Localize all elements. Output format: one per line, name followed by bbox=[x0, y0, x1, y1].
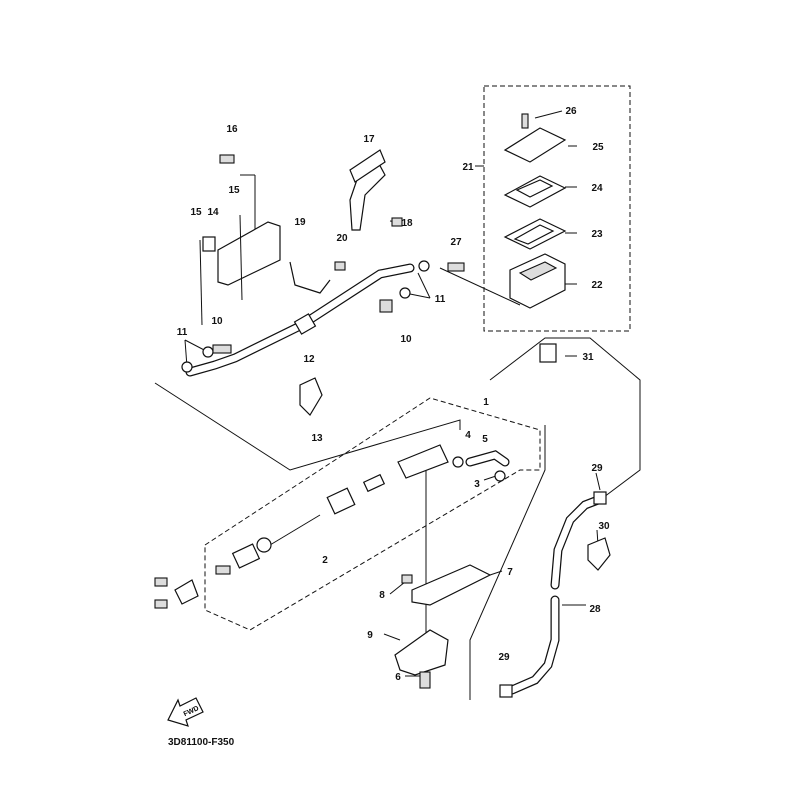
callout-3: 3 bbox=[474, 479, 480, 490]
callout-26: 26 bbox=[565, 106, 577, 117]
callout-30: 30 bbox=[598, 521, 610, 532]
callout-11: 11 bbox=[435, 294, 446, 305]
callout-16: 16 bbox=[226, 124, 238, 135]
callout-29: 29 bbox=[591, 463, 603, 474]
callout-28: 28 bbox=[589, 604, 601, 615]
diagram-code: 3D81100-F350 bbox=[168, 737, 235, 748]
callout-11: 11 bbox=[177, 327, 188, 338]
callout-19: 19 bbox=[294, 217, 306, 228]
callout-13: 13 bbox=[311, 433, 323, 444]
callout-1: 1 bbox=[483, 397, 489, 408]
callout-5: 5 bbox=[482, 434, 488, 445]
callout-15: 15 bbox=[228, 185, 240, 196]
master-cylinder bbox=[154, 444, 510, 689]
callout-21: 21 bbox=[462, 162, 474, 173]
callout-14: 14 bbox=[207, 207, 219, 218]
callout-15: 15 bbox=[190, 207, 202, 218]
callout-22: 22 bbox=[591, 280, 603, 291]
callout-27: 27 bbox=[450, 237, 462, 248]
callout-24: 24 bbox=[591, 183, 603, 194]
callout-10: 10 bbox=[400, 334, 412, 345]
callout-17: 17 bbox=[363, 134, 375, 145]
bracket-assembly bbox=[199, 149, 403, 326]
callout-labels: 16 17 15 15 14 19 18 20 27 21 26 25 24 2… bbox=[177, 106, 610, 683]
hose bbox=[181, 260, 430, 416]
callout-6: 6 bbox=[395, 672, 401, 683]
callout-23: 23 bbox=[591, 229, 603, 240]
callout-29: 29 bbox=[498, 652, 510, 663]
callout-31: 31 bbox=[582, 352, 594, 363]
callout-25: 25 bbox=[592, 142, 604, 153]
callout-2: 2 bbox=[322, 555, 328, 566]
callout-10: 10 bbox=[211, 316, 223, 327]
callout-8: 8 bbox=[379, 590, 385, 601]
reservoir-assembly bbox=[447, 113, 567, 363]
leader-lines bbox=[154, 110, 641, 700]
callout-20: 20 bbox=[336, 233, 348, 244]
reservoir-group-box bbox=[483, 85, 631, 332]
callout-18: 18 bbox=[401, 218, 413, 229]
master-cylinder-group-box bbox=[204, 397, 541, 631]
callout-7: 7 bbox=[507, 567, 513, 578]
reservoir-hose bbox=[499, 491, 611, 698]
callout-4: 4 bbox=[465, 430, 471, 441]
callout-9: 9 bbox=[367, 630, 373, 641]
fwd-arrow-icon: FWD bbox=[167, 697, 204, 727]
callout-12: 12 bbox=[303, 354, 315, 365]
